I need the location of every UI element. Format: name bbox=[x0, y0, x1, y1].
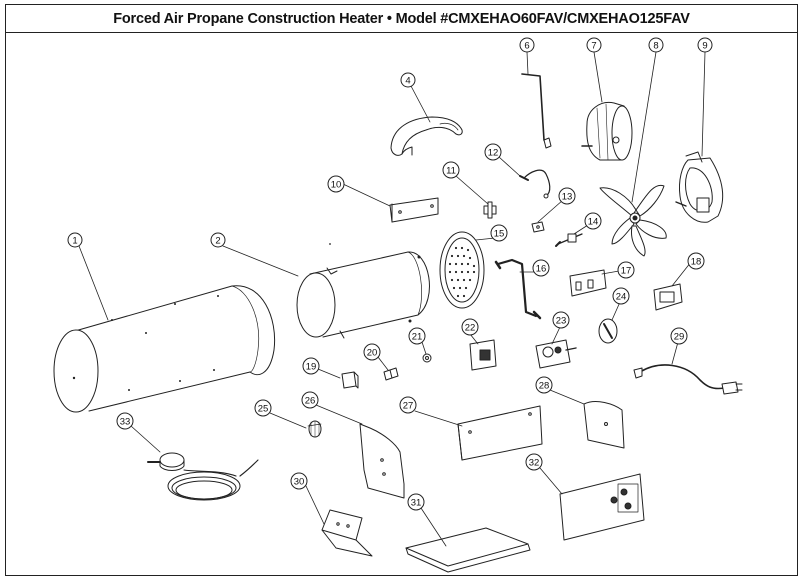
inner-chamber-drawing bbox=[296, 243, 430, 339]
valve-assembly-drawing bbox=[535, 339, 577, 369]
callout-2: 2 bbox=[210, 232, 226, 248]
gas-tube-drawing bbox=[494, 258, 542, 320]
part-number-26: 26 bbox=[305, 396, 316, 407]
part-number-20: 20 bbox=[367, 348, 378, 359]
part-number-12: 12 bbox=[488, 148, 499, 159]
callout-15: 15 bbox=[490, 224, 508, 242]
callout-28: 28 bbox=[535, 376, 553, 394]
part-number-19: 19 bbox=[306, 362, 317, 373]
part-number-8: 8 bbox=[653, 41, 658, 52]
nut-13-drawing bbox=[531, 221, 545, 233]
rear-panel-28-drawing bbox=[583, 401, 625, 449]
part-number-28: 28 bbox=[539, 381, 550, 392]
callout-11: 11 bbox=[442, 161, 460, 179]
callout-33: 33 bbox=[116, 412, 134, 430]
callout-16: 16 bbox=[532, 259, 550, 277]
title-bar: Forced Air Propane Construction Heater •… bbox=[6, 5, 797, 33]
callout-21: 21 bbox=[408, 327, 426, 345]
callout-32: 32 bbox=[525, 453, 543, 471]
knob-drawing bbox=[598, 318, 618, 344]
regulator-hose-drawing bbox=[147, 452, 259, 501]
part-number-30: 30 bbox=[294, 477, 305, 488]
foot-bracket-30-drawing bbox=[321, 509, 373, 557]
callout-31: 31 bbox=[407, 493, 425, 511]
part-number-33: 33 bbox=[120, 417, 131, 428]
callout-7: 7 bbox=[586, 37, 602, 53]
thermocouple-drawing bbox=[519, 169, 551, 199]
base-tray-drawing bbox=[457, 405, 543, 461]
connector-20-drawing bbox=[383, 367, 399, 381]
part-number-22: 22 bbox=[465, 323, 476, 334]
callout-14: 14 bbox=[584, 212, 602, 230]
part-number-11: 11 bbox=[446, 166, 456, 177]
callout-9: 9 bbox=[697, 37, 713, 53]
part-number-15: 15 bbox=[494, 229, 505, 240]
diagram-title: Forced Air Propane Construction Heater •… bbox=[113, 10, 690, 27]
fan-drawing bbox=[599, 184, 667, 257]
front-panel-32-drawing bbox=[559, 473, 645, 541]
callout-27: 27 bbox=[399, 396, 417, 414]
power-cord-drawing bbox=[633, 364, 743, 395]
callout-18: 18 bbox=[687, 252, 705, 270]
block-19-drawing bbox=[341, 371, 359, 389]
part-number-29: 29 bbox=[674, 332, 685, 343]
callout-20: 20 bbox=[363, 343, 381, 361]
callout-13: 13 bbox=[558, 187, 576, 205]
ignitor-rod-drawing bbox=[521, 73, 552, 149]
knob-25-drawing bbox=[307, 420, 322, 438]
part-number-14: 14 bbox=[588, 217, 599, 228]
callout-8: 8 bbox=[648, 37, 664, 53]
part-number-27: 27 bbox=[403, 401, 414, 412]
part-number-6: 6 bbox=[524, 41, 529, 52]
relay-box-drawing bbox=[653, 283, 683, 311]
fan-guard-drawing bbox=[675, 151, 724, 223]
callout-22: 22 bbox=[461, 318, 479, 336]
part-number-21: 21 bbox=[412, 332, 423, 343]
module-22-drawing bbox=[469, 339, 497, 371]
handle-drawing bbox=[390, 116, 463, 156]
part-number-4: 4 bbox=[405, 76, 410, 87]
bracket-drawing bbox=[389, 197, 439, 223]
callout-23: 23 bbox=[552, 311, 570, 329]
part-number-18: 18 bbox=[691, 257, 702, 268]
callout-17: 17 bbox=[617, 261, 635, 279]
part-number-1: 1 bbox=[72, 236, 77, 247]
part-number-23: 23 bbox=[556, 316, 567, 327]
nut-21-drawing bbox=[422, 353, 432, 363]
part-number-2: 2 bbox=[215, 236, 220, 247]
part-number-25: 25 bbox=[258, 404, 269, 415]
ignitor-drawing bbox=[555, 233, 583, 247]
callout-29: 29 bbox=[670, 327, 688, 345]
callout-10: 10 bbox=[327, 175, 345, 193]
callout-24: 24 bbox=[612, 287, 630, 305]
part-number-24: 24 bbox=[616, 292, 627, 303]
callouts: 1 2 4 6 7 8 9 10 11 12 13 14 15 16 17 18… bbox=[67, 37, 713, 511]
base-plate-31-drawing bbox=[405, 527, 531, 573]
part-number-32: 32 bbox=[529, 458, 540, 469]
callout-19: 19 bbox=[302, 357, 320, 375]
part-number-31: 31 bbox=[411, 498, 422, 509]
control-board-drawing bbox=[569, 269, 607, 297]
callout-12: 12 bbox=[484, 143, 502, 161]
part-number-9: 9 bbox=[702, 41, 707, 52]
part-number-16: 16 bbox=[536, 264, 547, 275]
callout-25: 25 bbox=[254, 399, 272, 417]
part-number-10: 10 bbox=[331, 180, 342, 191]
fitting-11-drawing bbox=[483, 201, 497, 219]
burner-plate-drawing bbox=[439, 231, 485, 309]
outer-shell-drawing bbox=[53, 285, 276, 413]
callout-30: 30 bbox=[290, 472, 308, 490]
part-number-17: 17 bbox=[621, 266, 632, 277]
callout-1: 1 bbox=[67, 232, 83, 248]
motor-drawing bbox=[581, 101, 633, 161]
side-panel-26-drawing bbox=[359, 423, 405, 499]
part-number-13: 13 bbox=[562, 192, 573, 203]
part-number-7: 7 bbox=[591, 41, 596, 52]
callout-6: 6 bbox=[519, 37, 535, 53]
leader-lines bbox=[78, 51, 706, 547]
callout-4: 4 bbox=[400, 72, 416, 88]
callout-26: 26 bbox=[301, 391, 319, 409]
